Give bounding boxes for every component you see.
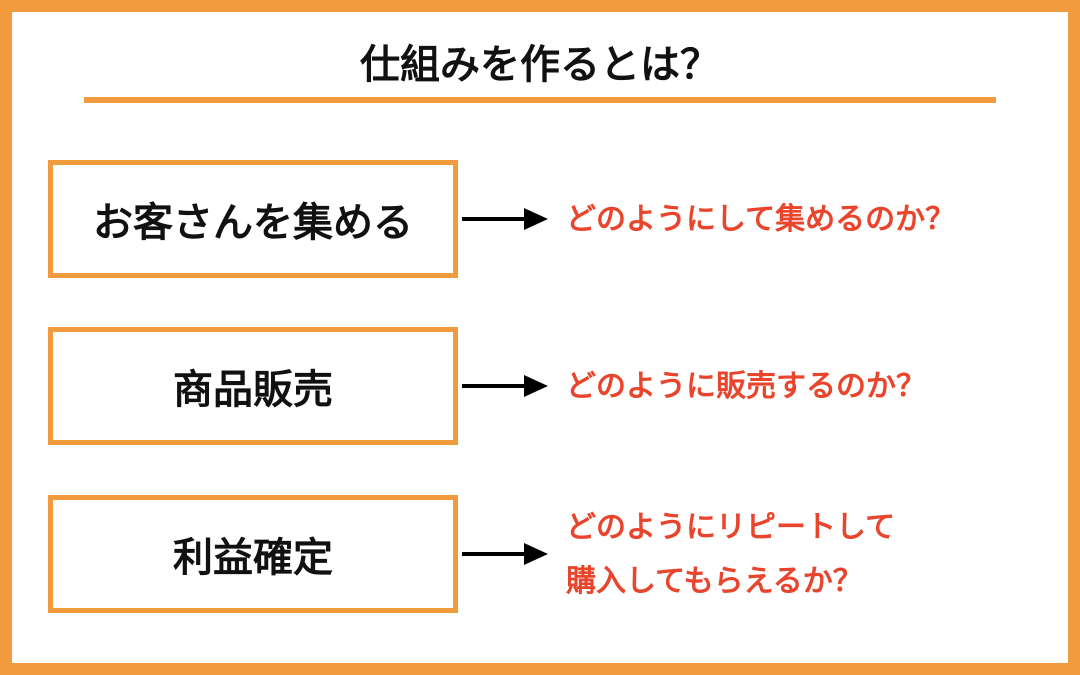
question-attract: どのようにして集めるのか？ <box>566 202 956 237</box>
title-underline <box>84 97 996 103</box>
arrow-icon <box>462 543 548 565</box>
step-box-sales: 商品販売 <box>48 327 458 445</box>
slide-title: 仕組みを作るとは？ <box>360 42 720 88</box>
step-box-profit: 利益確定 <box>48 495 458 613</box>
step-box-attract: お客さんを集める <box>48 160 458 278</box>
question-profit-line1: どのようにリピートして <box>566 510 896 545</box>
question-sales: どのように販売するのか？ <box>566 369 926 404</box>
arrow-icon <box>462 208 548 230</box>
question-profit-line2: 購入してもらえるか？ <box>566 564 863 599</box>
arrow-icon <box>462 375 548 397</box>
